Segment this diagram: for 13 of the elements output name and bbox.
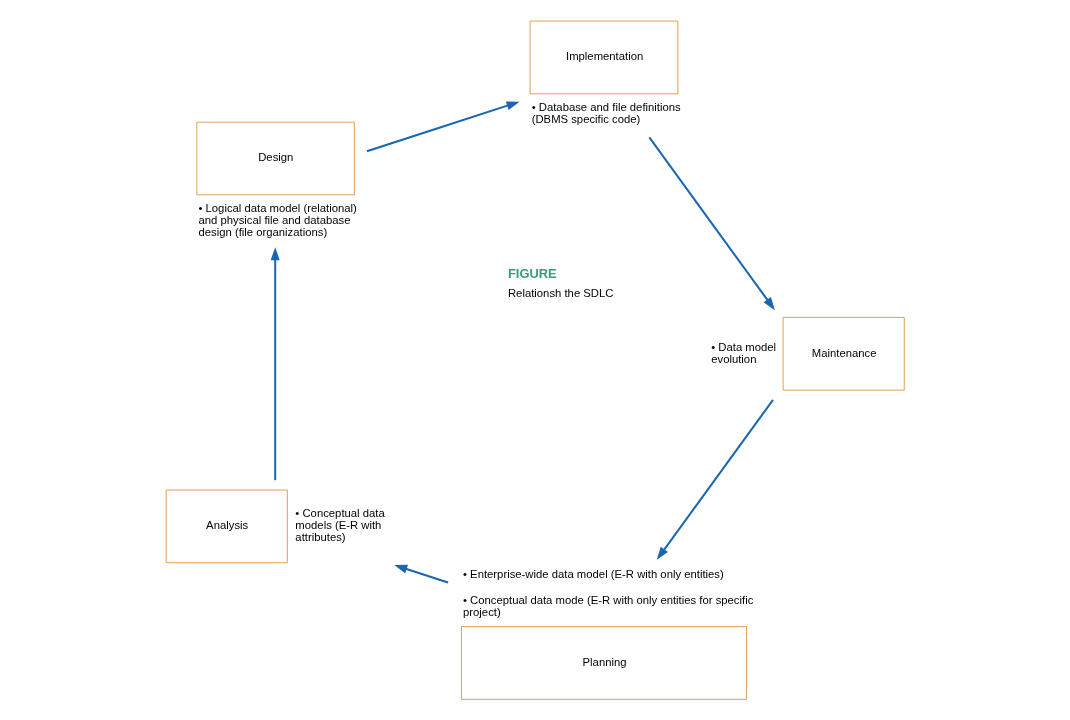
- arrow: [366, 101, 520, 153]
- node-label: • Enterprise-wide data model (E-R with only entities): [463, 568, 724, 581]
- label: Relationsh the SDLC: [507, 287, 614, 300]
- label: FIGURE: [507, 266, 557, 282]
- arrow: [394, 564, 449, 584]
- node-label: • Conceptual data mode (E-R with only entities for specific project): [463, 594, 754, 619]
- arrow: [648, 136, 775, 311]
- arrow: [270, 247, 280, 481]
- node-label: • Database and file definitions (DBMS specific code): [531, 100, 681, 126]
- node-label: • Logical data model (relational) and physical file and database design (file organizations): [198, 201, 357, 239]
- node-label: • Conceptual data models (E-R with attributes): [295, 507, 385, 544]
- arrow: [656, 399, 774, 560]
- node-label: • Data model evolution: [711, 340, 777, 365]
